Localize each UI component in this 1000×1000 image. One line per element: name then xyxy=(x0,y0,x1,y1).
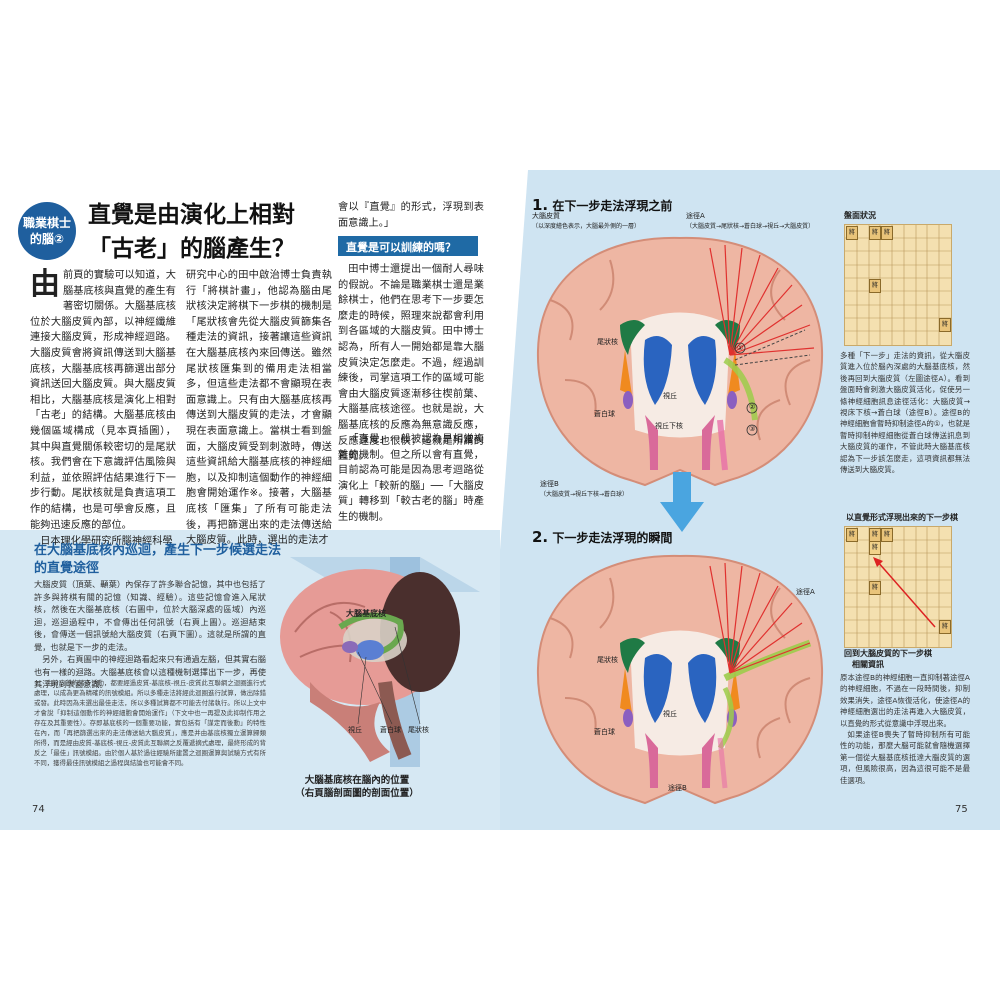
column-3-text: 田中博士還提出一個耐人尋味的假說。不論是職業棋士還是業餘棋士，他們在思考下一步要… xyxy=(338,264,484,463)
board2-piece: 將 xyxy=(846,528,858,542)
step2-title: 下一步走法浮現的瞬間 xyxy=(552,531,673,545)
board2-piece: 將 xyxy=(939,620,951,634)
explain-1: 多種「下一步」走法的資訊，從大腦皮質進入位於腦內深處的大腦基底核，然後再回到大腦… xyxy=(840,351,970,475)
explain2-title: 回到大腦皮質的下一步棋 相關資訊 xyxy=(844,648,932,670)
column-1-text: 前頁的實驗可以知道，大腦基底核與直覺的產生有著密切關係。大腦基底核位於大腦皮質內… xyxy=(30,270,176,531)
step1-heading: 1. 在下一步走法浮現之前 xyxy=(532,196,672,214)
brain-caption-line1: 大腦基底核在腦內的位置 xyxy=(304,775,410,786)
shogi-board-1: 將 將 將 將 將 xyxy=(844,224,952,346)
box-title: 在大腦基底核內巡迴，產生下一步候選走法 的直覺途徑 xyxy=(34,542,281,578)
column-3-top: 會以『直覺』的形式，浮現到表面意識上。」 xyxy=(338,202,484,229)
board1-piece: 將 xyxy=(846,226,858,240)
column-2: 研究中心的田中啟治博士負責執行「將棋計畫」，他認為腦由尾狀核決定將棋下一步棋的機… xyxy=(186,270,332,547)
column-1: 由前頁的實驗可以知道，大腦基底核與直覺的產生有著密切關係。大腦基底核位於大腦皮質… xyxy=(30,268,176,550)
brain-section-1 xyxy=(536,236,824,487)
s1-caudate-label: 尾狀核 xyxy=(597,338,618,346)
s1-marker-1: ① xyxy=(737,344,744,352)
brain-basal-ganglia-label: 大腦基底核 xyxy=(346,609,386,618)
section-badge: 職業棋士 的腦② xyxy=(18,202,76,260)
shogi-board-2: 將 將 將 將 將 將 xyxy=(844,526,952,648)
page-number-left: 74 xyxy=(32,804,45,815)
brain-thalamus-label: 視丘 xyxy=(348,726,362,734)
brain-pallidus-label: 蒼白球 xyxy=(380,726,401,734)
badge-line1: 職業棋士 xyxy=(22,216,71,230)
brain-caption-line2: （右頁腦剖面圖的剖面位置） xyxy=(295,788,419,799)
s1-stn-label: 視丘下核 xyxy=(655,422,683,430)
box-text-p1: 大腦皮質（頂葉、顳葉）內保存了許多聯合記憶，其中也包括了許多與將棋有關的記憶（知… xyxy=(34,579,266,652)
board2-piece: 將 xyxy=(881,528,893,542)
explain2-title-line1: 回到大腦皮質的下一步棋 xyxy=(844,649,932,658)
explain-2-p1: 原本途徑B的神經細胞一直抑制著途徑A的神經細胞，不過在一段時間後，抑制效果消失，… xyxy=(840,673,970,728)
brain-3d-illustration xyxy=(280,557,480,767)
box-title-line2: 的直覺途徑 xyxy=(34,561,100,576)
board2-piece: 將 xyxy=(869,528,881,542)
s1-marker-2: ② xyxy=(749,403,756,411)
path-a-label: 途徑A xyxy=(686,212,705,220)
board2-moved-piece: 將 xyxy=(869,541,881,555)
brain-caudate-label: 尾狀核 xyxy=(408,726,429,734)
book-spread: 職業棋士 的腦② 直覺是由演化上相對 「古老」的腦產生？ 由前頁的實驗可以知道，… xyxy=(0,170,1000,830)
subheading: 直覺是可以訓練的嗎？ xyxy=(338,236,478,256)
s2-caudate-label: 尾狀核 xyxy=(597,656,618,664)
step1-number: 1. xyxy=(532,196,549,214)
board2-grid xyxy=(845,527,951,647)
board1-piece: 將 xyxy=(869,279,881,293)
right-page: 1. 在下一步走法浮現之前 大腦皮質 （以深度繪色表示，大腦最外側的一層） 途徑… xyxy=(500,170,1000,830)
column-1-last: 日本理化學研究所腦神經科學 xyxy=(40,536,173,548)
badge-line2: 的腦② xyxy=(29,232,65,246)
board1-grid xyxy=(845,225,951,345)
path-b-sublabel: （大腦皮質→視丘下核→蒼白球） xyxy=(540,491,629,498)
box-text: 大腦皮質（頂葉、顳葉）內保存了許多聯合記憶，其中也包括了許多與將棋有關的記憶（知… xyxy=(34,578,266,691)
box-title-line1: 在大腦基底核內巡迴，產生下一步候選走法 xyxy=(34,543,282,558)
board2-piece: 將 xyxy=(869,581,881,595)
board1-piece: 將 xyxy=(881,226,893,240)
board2-title: 以直覺形式浮現出來的下一步棋 xyxy=(846,513,958,522)
explain-2-p2: 如果途徑B喪失了暫時抑制所有可能性的功能，那麼大腦可能就會隨機選擇第一個從大腦基… xyxy=(840,730,970,785)
box-text-p2: 另外，右頁圖中的神經迴路看起來只有通過左腦，但其實右腦也有一樣的迴路。大腦基底核… xyxy=(34,654,266,689)
board1-title: 盤面狀況 xyxy=(844,211,876,220)
step1-title: 在下一步走法浮現之前 xyxy=(552,199,673,213)
column-3-text2: 「直覺」一般被認為是相當複雜的機制。但之所以會有直覺，目前認為可能是因為思考迴路… xyxy=(338,434,484,523)
board1-piece: 將 xyxy=(869,226,881,240)
title-line2: 「古老」的腦產生？ xyxy=(88,235,295,262)
brain-section-2 xyxy=(536,554,824,805)
s1-marker-3: ③ xyxy=(749,425,756,433)
left-page: 職業棋士 的腦② 直覺是由演化上相對 「古老」的腦產生？ 由前頁的實驗可以知道，… xyxy=(0,170,500,830)
s1-pallidus-label: 蒼白球 xyxy=(594,410,615,418)
brain-caption: 大腦基底核在腦內的位置 （右頁腦剖面圖的剖面位置） xyxy=(272,774,442,800)
page-title: 直覺是由演化上相對 「古老」的腦產生？ xyxy=(88,198,295,266)
s2-thalamus-label: 視丘 xyxy=(663,710,677,718)
explain-2: 原本途徑B的神經細胞一直抑制著途徑A的神經細胞，不過在一段時間後，抑制效果消失，… xyxy=(840,672,970,786)
page-number-right: 75 xyxy=(955,804,968,815)
step2-number: 2. xyxy=(532,528,549,546)
down-arrow-icon xyxy=(660,472,704,532)
path-a-sublabel: （大腦皮質→尾狀核→蒼白球→視丘→大腦皮質） xyxy=(686,223,815,230)
board1-piece: 將 xyxy=(939,318,951,332)
explain2-title-line2: 相關資訊 xyxy=(852,660,884,669)
cortex-sublabel: （以深度繪色表示，大腦最外側的一層） xyxy=(532,223,641,230)
path-b-label: 途徑B xyxy=(540,480,559,488)
footnote: ※：由於皮質的諸多活動，都要經過皮質-基底核-視丘-皮質此互聯網之迴圈進行式處理… xyxy=(34,679,266,767)
drop-cap: 由 xyxy=(30,267,60,302)
step2-heading: 2. 下一步走法浮現的瞬間 xyxy=(532,528,672,546)
s2-pallidus-label: 蒼白球 xyxy=(594,728,615,736)
cortex-label: 大腦皮質 xyxy=(532,212,560,220)
s1-thalamus-label: 視丘 xyxy=(663,392,677,400)
s2-path-a-label: 途徑A xyxy=(796,588,815,596)
s2-path-b-label: 途徑B xyxy=(668,784,687,792)
title-line1: 直覺是由演化上相對 xyxy=(88,201,295,228)
